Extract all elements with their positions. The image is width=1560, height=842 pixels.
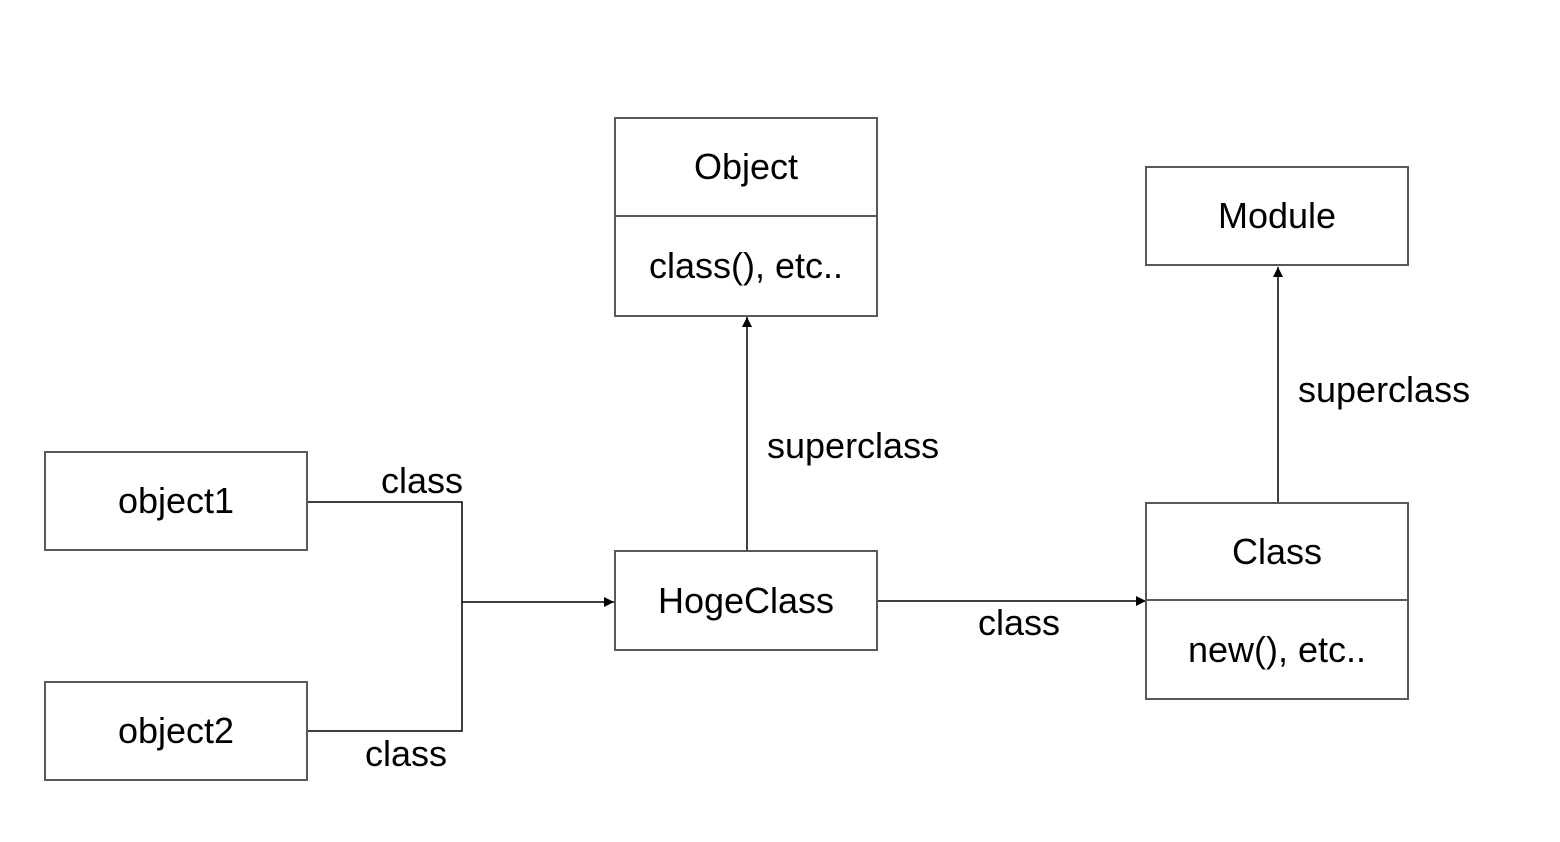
edge-object1-to-hogeclass: class xyxy=(307,460,463,602)
edge-label-object2-class: class xyxy=(365,733,447,774)
node-module: Module xyxy=(1145,166,1409,266)
node-box xyxy=(44,451,308,551)
node-hogeclass: HogeClass xyxy=(614,550,878,651)
edge-label-hogeclass-superclass: superclass xyxy=(767,425,939,466)
node-title: HogeClass xyxy=(658,580,834,621)
node-title: object1 xyxy=(118,480,234,521)
edge-hogeclass-to-class: class xyxy=(877,596,1146,643)
node-title: Class xyxy=(1232,531,1322,572)
edge-object2-to-hogeclass: class xyxy=(307,602,463,774)
node-title: Object xyxy=(694,146,798,187)
node-body: new(), etc.. xyxy=(1188,629,1366,670)
edge-hogeclass-to-object: superclass xyxy=(742,317,939,551)
connector-line xyxy=(307,602,463,732)
node-object1: object1 xyxy=(44,451,308,551)
edge-label-class-superclass: superclass xyxy=(1298,369,1470,410)
node-box xyxy=(44,681,308,781)
connector-line xyxy=(307,501,463,602)
node-title: Module xyxy=(1218,195,1336,236)
node-object: Object class(), etc.. xyxy=(614,117,878,317)
node-box xyxy=(614,550,878,651)
edge-class-to-module: superclass xyxy=(1273,267,1470,503)
node-class: Class new(), etc.. xyxy=(1145,502,1409,700)
edge-label-object1-class: class xyxy=(381,460,463,501)
node-object2: object2 xyxy=(44,681,308,781)
node-body: class(), etc.. xyxy=(649,245,843,286)
node-title: object2 xyxy=(118,710,234,751)
edge-label-hogeclass-class: class xyxy=(978,602,1060,643)
node-box xyxy=(1145,166,1409,266)
